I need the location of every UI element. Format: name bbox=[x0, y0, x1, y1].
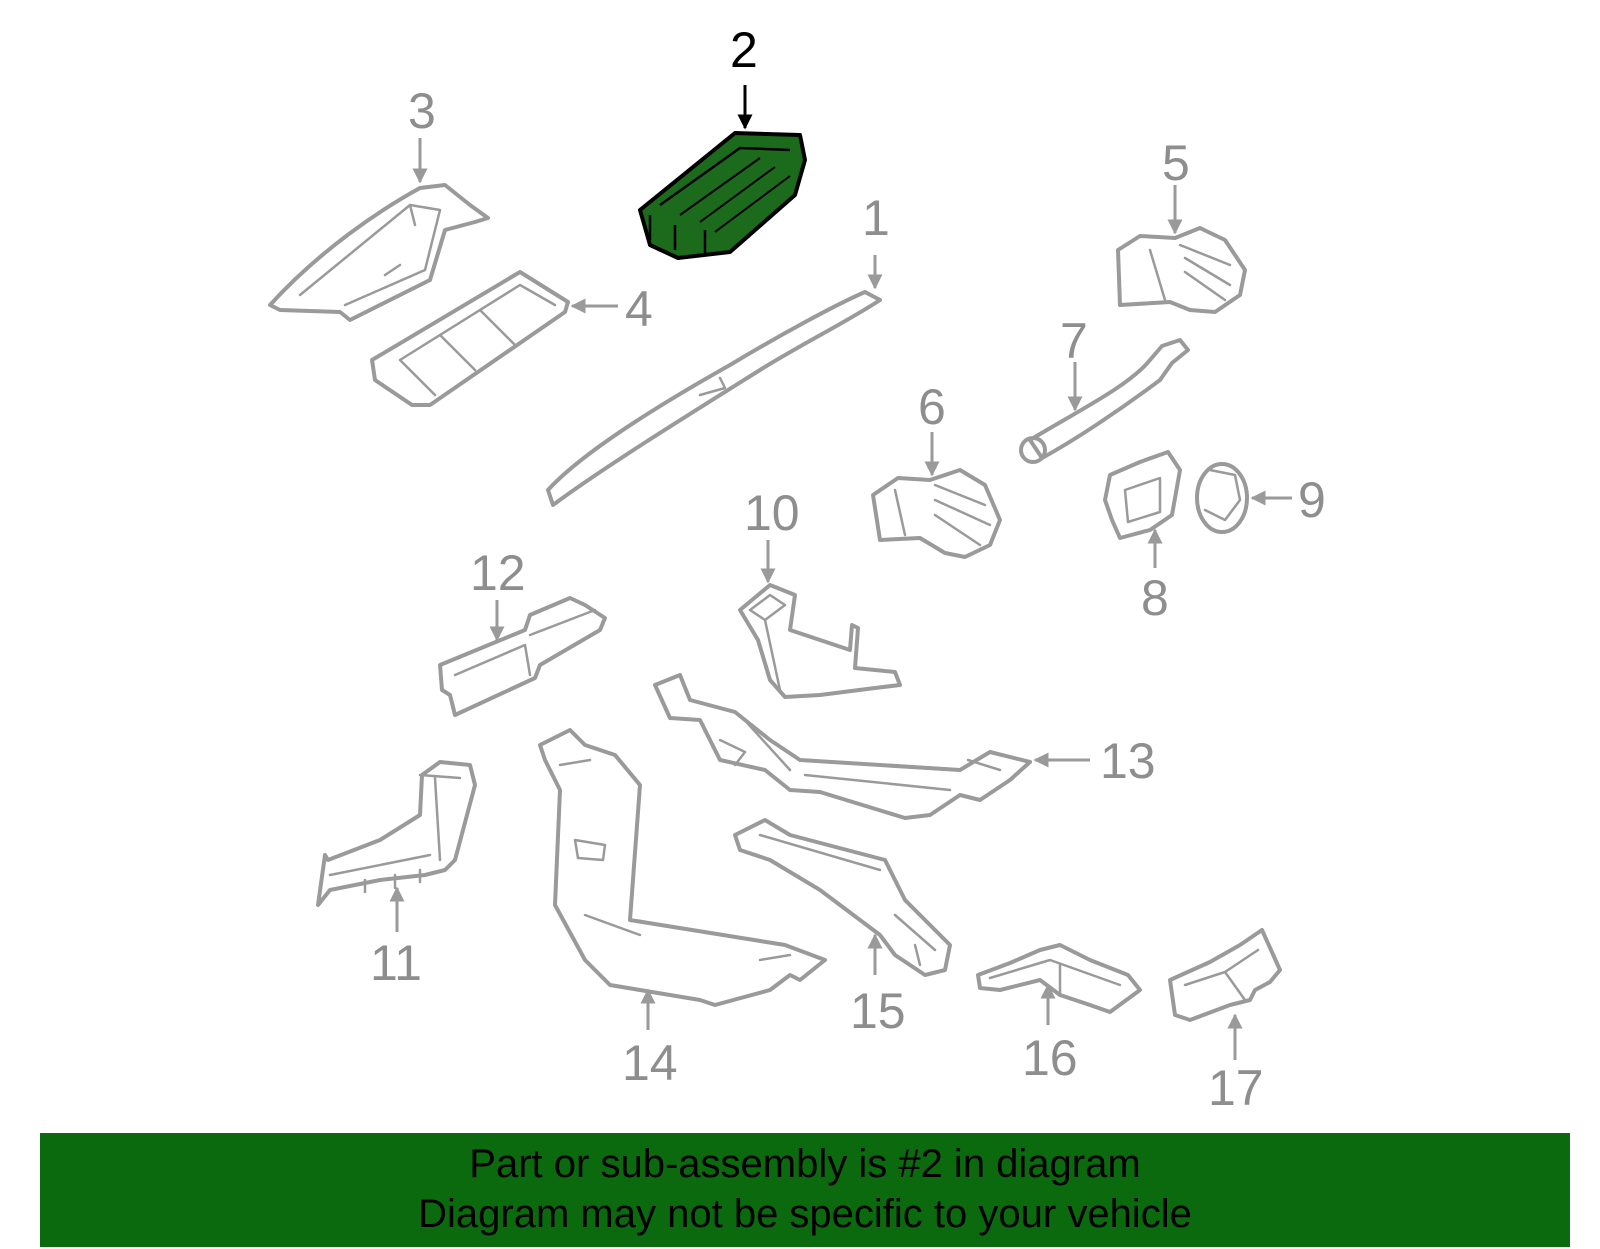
callout-14: 14 bbox=[622, 1035, 678, 1091]
part-1-defroster-duct[interactable]: 1 bbox=[546, 190, 890, 507]
callout-4: 4 bbox=[625, 281, 653, 337]
part-12-bracket[interactable]: 12 bbox=[438, 545, 607, 717]
part-13-duct[interactable]: 13 bbox=[653, 673, 1156, 820]
callout-1: 1 bbox=[862, 190, 890, 246]
banner-line-2: Diagram may not be specific to your vehi… bbox=[418, 1192, 1192, 1236]
callout-15: 15 bbox=[850, 983, 906, 1039]
callout-12: 12 bbox=[470, 545, 526, 601]
part-15-duct[interactable]: 15 bbox=[733, 818, 952, 1039]
callout-16: 16 bbox=[1022, 1030, 1078, 1086]
part-14-floor-duct[interactable]: 14 bbox=[538, 728, 827, 1091]
part-8-bezel[interactable]: 8 bbox=[1103, 450, 1182, 626]
part-16-duct[interactable]: 16 bbox=[976, 943, 1142, 1086]
part-5-side-vent[interactable]: 5 bbox=[1116, 135, 1247, 314]
callout-5: 5 bbox=[1162, 135, 1190, 191]
part-17-vent-box[interactable]: 17 bbox=[1168, 928, 1282, 1116]
part-4-vent-grille[interactable]: 4 bbox=[370, 270, 653, 407]
callout-13: 13 bbox=[1100, 733, 1156, 789]
callout-17: 17 bbox=[1208, 1060, 1264, 1116]
part-7-tube[interactable]: 7 bbox=[1019, 313, 1190, 464]
callout-7: 7 bbox=[1060, 313, 1088, 369]
parts-diagram: 1 2 3 4 5 6 bbox=[268, 22, 1326, 1116]
callout-11: 11 bbox=[370, 935, 422, 991]
callout-10: 10 bbox=[744, 485, 800, 541]
banner-line-1: Part or sub-assembly is #2 in diagram bbox=[469, 1142, 1141, 1186]
part-10-duct[interactable]: 10 bbox=[738, 485, 902, 699]
info-banner: Part or sub-assembly is #2 in diagram Di… bbox=[40, 1133, 1570, 1247]
part-2-center-vent-highlighted[interactable]: 2 bbox=[638, 22, 807, 260]
part-6-side-vent[interactable]: 6 bbox=[871, 379, 1002, 559]
callout-8: 8 bbox=[1141, 570, 1169, 626]
part-9-ring[interactable]: 9 bbox=[1195, 462, 1326, 534]
part-3-side-duct[interactable]: 3 bbox=[268, 83, 490, 322]
callout-3: 3 bbox=[408, 83, 436, 139]
part-11-duct[interactable]: 11 bbox=[316, 760, 477, 991]
callout-6: 6 bbox=[918, 379, 946, 435]
callout-2: 2 bbox=[730, 22, 758, 78]
callout-9: 9 bbox=[1298, 472, 1326, 528]
